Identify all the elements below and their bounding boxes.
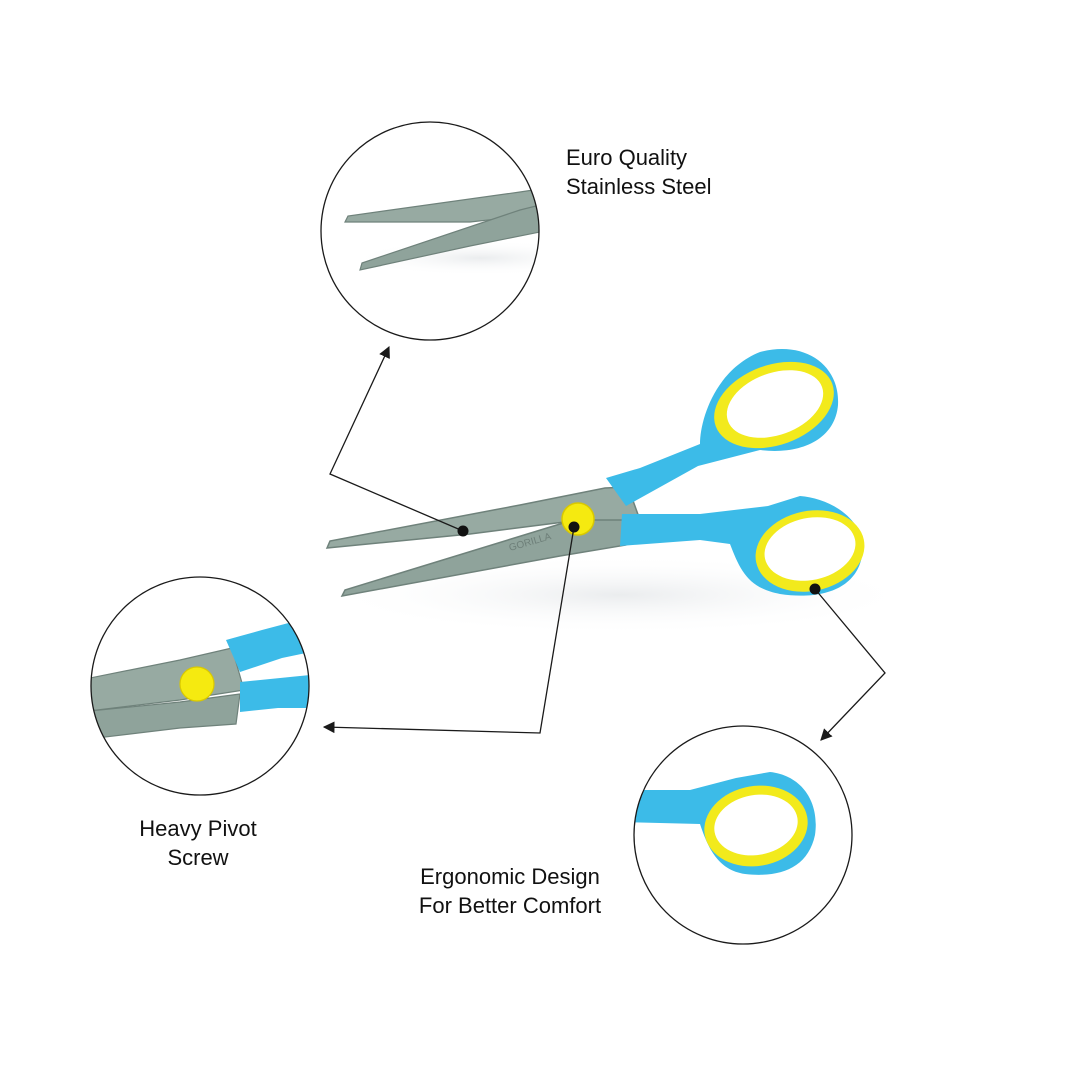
upper-handle-hole [726, 370, 824, 438]
lower-handle-hole [764, 517, 856, 581]
callout-label-pivot: Heavy Pivot Screw [118, 814, 278, 872]
callout-label-pivot-line2: Screw [167, 845, 229, 870]
callout-label-ergonomic: Ergonomic Design For Better Comfort [396, 862, 624, 920]
callout-circle-handle [633, 725, 853, 945]
callout-label-pivot-line1: Heavy Pivot [139, 816, 257, 841]
callout-circle-blade [320, 121, 540, 341]
marker-dot-icon [809, 583, 821, 595]
marker-dot-icon [568, 521, 580, 533]
callout-circle-pivot [90, 576, 310, 796]
callout-label-steel: Euro Quality Stainless Steel [566, 143, 712, 201]
marker-dot-icon [457, 525, 469, 537]
callout-label-steel-line2: Stainless Steel [566, 174, 712, 199]
leader-line-pivot [322, 526, 575, 734]
callout-label-ergonomic-line1: Ergonomic Design [420, 864, 600, 889]
main-scissors: GORILLA [320, 348, 920, 635]
leader-line-steel [329, 345, 464, 532]
leader-line-handle [814, 588, 886, 741]
callout-label-steel-line1: Euro Quality [566, 145, 688, 170]
callout-label-ergonomic-line2: For Better Comfort [418, 893, 602, 918]
